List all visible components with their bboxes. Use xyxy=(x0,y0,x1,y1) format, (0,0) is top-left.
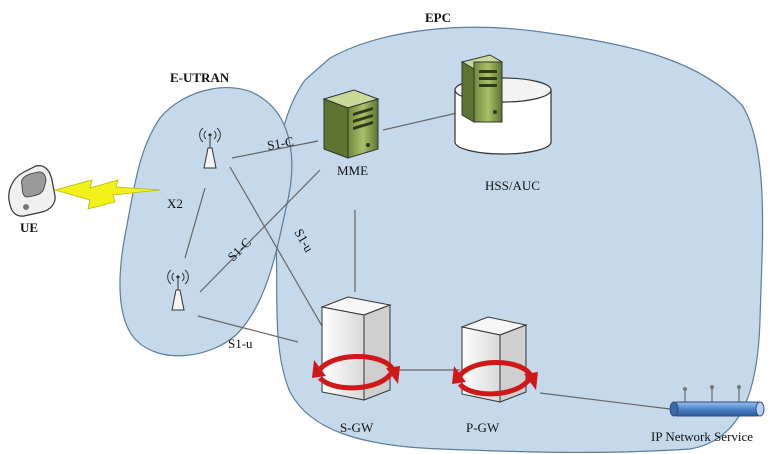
link-s1c-bottom xyxy=(199,169,321,293)
enodeb-bottom-icon xyxy=(167,269,189,311)
link-x2 xyxy=(184,187,206,259)
sgw-gateway-icon xyxy=(312,296,400,401)
ip-network-pipe-icon xyxy=(669,385,765,417)
sgw-label: S-GW xyxy=(340,420,374,435)
link-s1u-bottom xyxy=(197,315,299,343)
link-pgw-ip xyxy=(539,392,671,410)
enodeb-top-icon xyxy=(199,127,221,169)
hss-server-icon xyxy=(460,54,504,123)
ue-phone-icon xyxy=(8,165,56,217)
x2-label: X2 xyxy=(167,196,183,211)
epc-cloud xyxy=(273,26,764,454)
pgw-gateway-icon xyxy=(452,316,538,403)
mme-label: MME xyxy=(337,163,368,178)
pgw-label: P-GW xyxy=(466,420,500,435)
eutran-cloud xyxy=(119,87,293,357)
ip-service-label: IP Network Service xyxy=(651,429,753,444)
hss-label: HSS/AUC xyxy=(485,178,540,193)
mme-server-icon xyxy=(322,89,380,159)
ue-label: UE xyxy=(20,220,38,235)
epc-label: EPC xyxy=(425,10,451,25)
link-s1c-top xyxy=(231,140,319,159)
link-s1u-diag xyxy=(229,166,323,327)
radio-lightning-icon xyxy=(53,179,161,210)
s1u-bottom-label: S1-u xyxy=(228,336,253,351)
s1c-top-label: S1-C xyxy=(266,134,295,153)
eutran-label: E-UTRAN xyxy=(170,70,230,85)
